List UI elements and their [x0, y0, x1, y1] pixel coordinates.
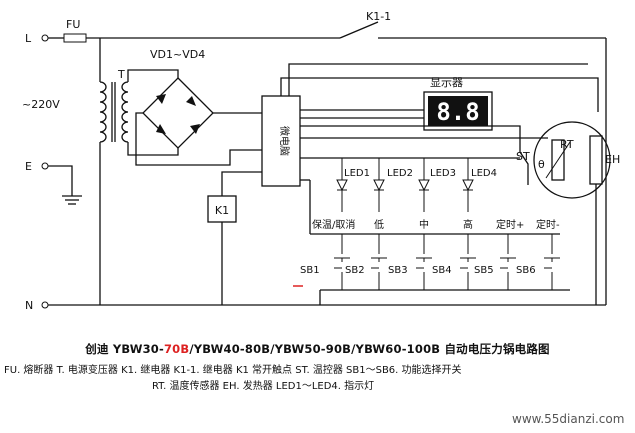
- terminal-n-label: N: [25, 299, 33, 312]
- led4-label: LED4: [471, 168, 497, 179]
- sb4-label: SB4: [432, 265, 452, 276]
- bridge-label: VD1~VD4: [150, 48, 205, 61]
- k1-1-label: K1-1: [366, 10, 391, 23]
- k1-coil-wire: [221, 171, 262, 196]
- sb3-button: [416, 234, 432, 290]
- fuse: [63, 33, 87, 43]
- controller-label: 微电脑: [278, 126, 291, 156]
- terminal-l-label: L: [25, 32, 32, 45]
- rt-label: RT: [560, 138, 574, 151]
- legend-line-2: RT. 温度传感器 EH. 发热器 LED1～LED4. 指示灯: [152, 381, 375, 392]
- led3-symbol: [418, 179, 430, 192]
- sensor-wire-top-1: [280, 77, 599, 112]
- st-switch: [519, 145, 529, 185]
- led1-label: LED1: [344, 168, 370, 179]
- title-highlight: 70B: [163, 342, 190, 356]
- sb2-label: SB2: [345, 265, 365, 276]
- earth-wire: [48, 165, 73, 196]
- theta-label: θ: [538, 158, 545, 171]
- dc-negative-wire: [135, 112, 262, 166]
- function-high: 高: [463, 218, 473, 231]
- diagram-title: 创迪 YBW30-70B/YBW40-80B/YBW50-90B/YBW60-1…: [0, 341, 635, 357]
- bridge-rectifier: [142, 77, 214, 149]
- sb1-label: SB1: [300, 265, 320, 276]
- rt-arrow: [545, 141, 571, 179]
- title-prefix: 创迪 YBW30-: [85, 342, 164, 356]
- display-box: [423, 91, 493, 131]
- function-timer-plus: 定时+: [496, 218, 524, 231]
- legend-line-1: FU. 熔断器 T. 电源变压器 K1. 继电器 K1-1. 继电器 K1 常开…: [4, 365, 462, 376]
- terminal-e-label: E: [25, 160, 32, 173]
- diode-vd3: [156, 124, 166, 134]
- terminal-e: [41, 162, 49, 170]
- tx-sec-bottom-wire: [127, 142, 179, 156]
- transformer-label: T: [117, 68, 125, 81]
- sb6-button: [544, 234, 560, 290]
- fuse-label: FU: [66, 18, 80, 31]
- display-label: 显示器: [430, 76, 463, 89]
- heater-eh: [589, 135, 603, 185]
- eh-label: EH: [605, 153, 620, 166]
- watermark: www.55dianzi.com: [512, 412, 625, 426]
- voltage-label: ~220V: [22, 98, 60, 111]
- circuit-diagram: 微电脑 8.8 显示器 K1 LED1 LED2 LED3 LED4: [22, 10, 620, 312]
- terminal-l: [41, 34, 49, 42]
- led1-symbol: [336, 179, 348, 192]
- temp-sensor-rt: [551, 139, 565, 181]
- led2-symbol: [373, 179, 385, 192]
- led3-label: LED3: [430, 168, 456, 179]
- sb6-label: SB6: [516, 265, 536, 276]
- k1-1-contact: [339, 21, 379, 39]
- function-low: 低: [374, 218, 384, 231]
- sb5-label: SB5: [474, 265, 494, 276]
- led-group: [336, 158, 474, 212]
- sb4-button: [460, 234, 476, 290]
- led4-symbol: [462, 179, 474, 192]
- relay-k1-label: K1: [215, 204, 229, 217]
- sb2-button: [371, 234, 387, 290]
- terminal-n: [41, 301, 49, 309]
- st-label: ST: [516, 150, 530, 163]
- sensor-wire-top-2: [288, 63, 588, 96]
- st-wire: [300, 125, 521, 145]
- led2-label: LED2: [387, 168, 413, 179]
- title-rest: /YBW40-80B/YBW50-90B/YBW60-100B 自动电压力锅电路…: [189, 342, 550, 356]
- function-timer-minus: 定时-: [536, 218, 560, 231]
- pushbutton-group: [334, 234, 560, 290]
- tx-secondary-coil: [121, 81, 129, 143]
- tx-primary-coil: [99, 81, 107, 143]
- display-digits: 8.8: [436, 98, 479, 126]
- heater-sensor-enclosure: [533, 121, 611, 199]
- diode-vd4: [190, 124, 200, 134]
- sb1-button: [334, 234, 350, 290]
- diode-vd1: [156, 94, 166, 104]
- sb3-label: SB3: [388, 265, 408, 276]
- tx-sec-top-wire: [127, 69, 179, 82]
- display-panel: [428, 96, 488, 126]
- function-keep-warm: 保温/取消: [312, 218, 355, 231]
- function-mid: 中: [419, 218, 429, 231]
- diode-vd2: [186, 96, 196, 106]
- sb5-button: [500, 234, 516, 290]
